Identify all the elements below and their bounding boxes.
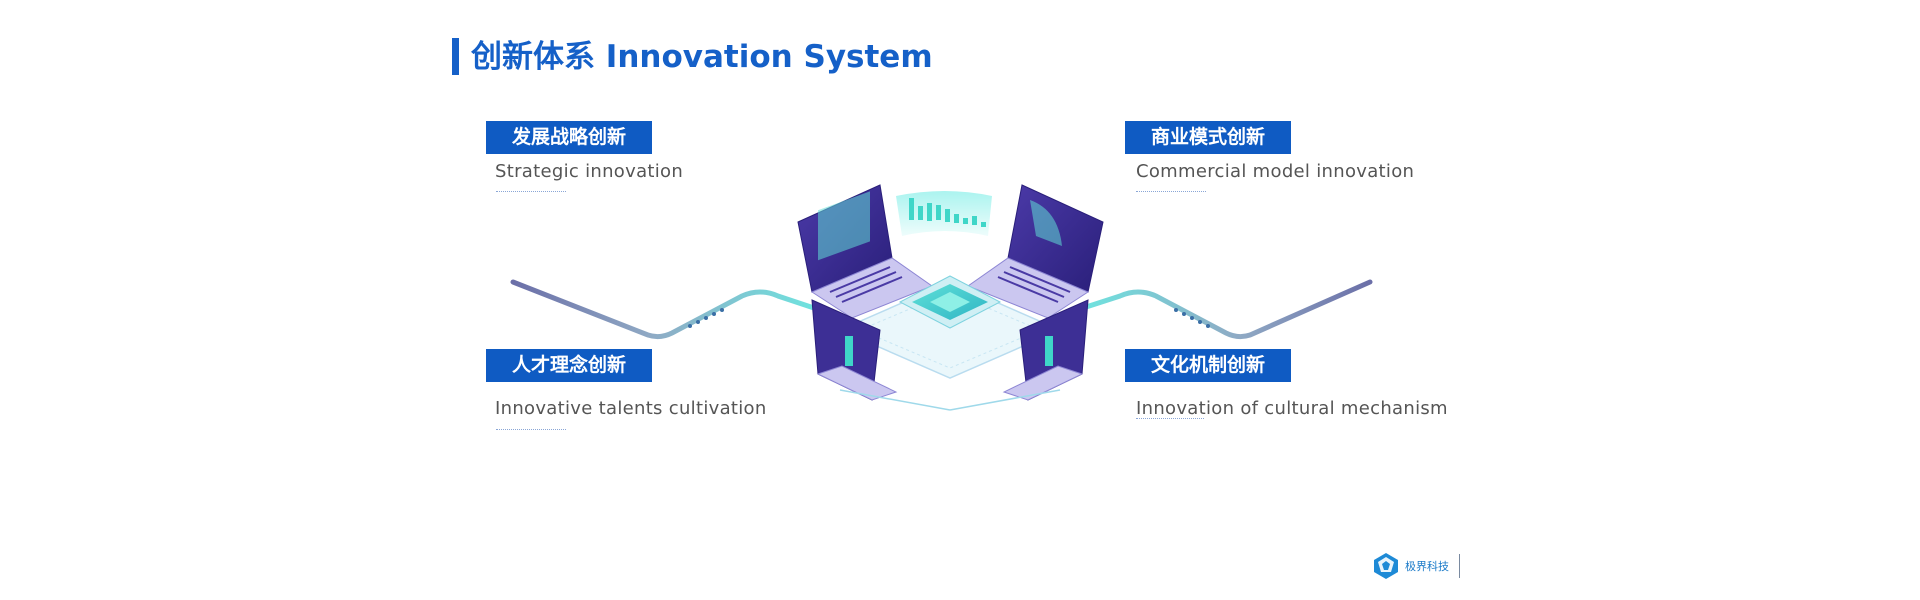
innovation-illustration bbox=[510, 184, 1373, 411]
logo-divider bbox=[1459, 554, 1460, 578]
laptop-top-right bbox=[966, 184, 1104, 319]
hologram-chart bbox=[896, 191, 992, 236]
subtitle-commercial: Commercial model innovation bbox=[1136, 161, 1415, 182]
laptop-bottom-right bbox=[1002, 299, 1089, 401]
dotted-underline bbox=[1136, 191, 1206, 192]
label-strategic: 发展战略创新 bbox=[486, 121, 652, 154]
wave-dots-right bbox=[1174, 308, 1210, 328]
label-talents: 人才理念创新 bbox=[486, 349, 652, 382]
logo-text: 极界科技 bbox=[1405, 560, 1449, 573]
title-accent-bar bbox=[452, 38, 459, 75]
wave-line-left bbox=[510, 279, 817, 340]
label-commercial: 商业模式创新 bbox=[1125, 121, 1291, 154]
polyhedron-logo-icon bbox=[1374, 553, 1398, 579]
base-platform bbox=[838, 281, 1062, 379]
dotted-underline bbox=[496, 429, 566, 430]
dotted-underline bbox=[1136, 418, 1204, 419]
wave-line-right bbox=[1080, 279, 1373, 340]
subtitle-talents: Innovative talents cultivation bbox=[495, 398, 767, 419]
label-cultural: 文化机制创新 bbox=[1125, 349, 1291, 382]
company-logo: 极界科技 bbox=[1372, 550, 1460, 582]
dotted-underline bbox=[496, 191, 566, 192]
wave-dots-left bbox=[688, 308, 724, 328]
laptop-bottom-left bbox=[811, 299, 898, 401]
page-title: 创新体系 Innovation System bbox=[471, 39, 933, 75]
subtitle-strategic: Strategic innovation bbox=[495, 161, 684, 182]
laptop-top-left bbox=[797, 184, 934, 319]
central-chip bbox=[898, 275, 1002, 329]
subtitle-cultural: Innovation of cultural mechanism bbox=[1136, 398, 1448, 419]
